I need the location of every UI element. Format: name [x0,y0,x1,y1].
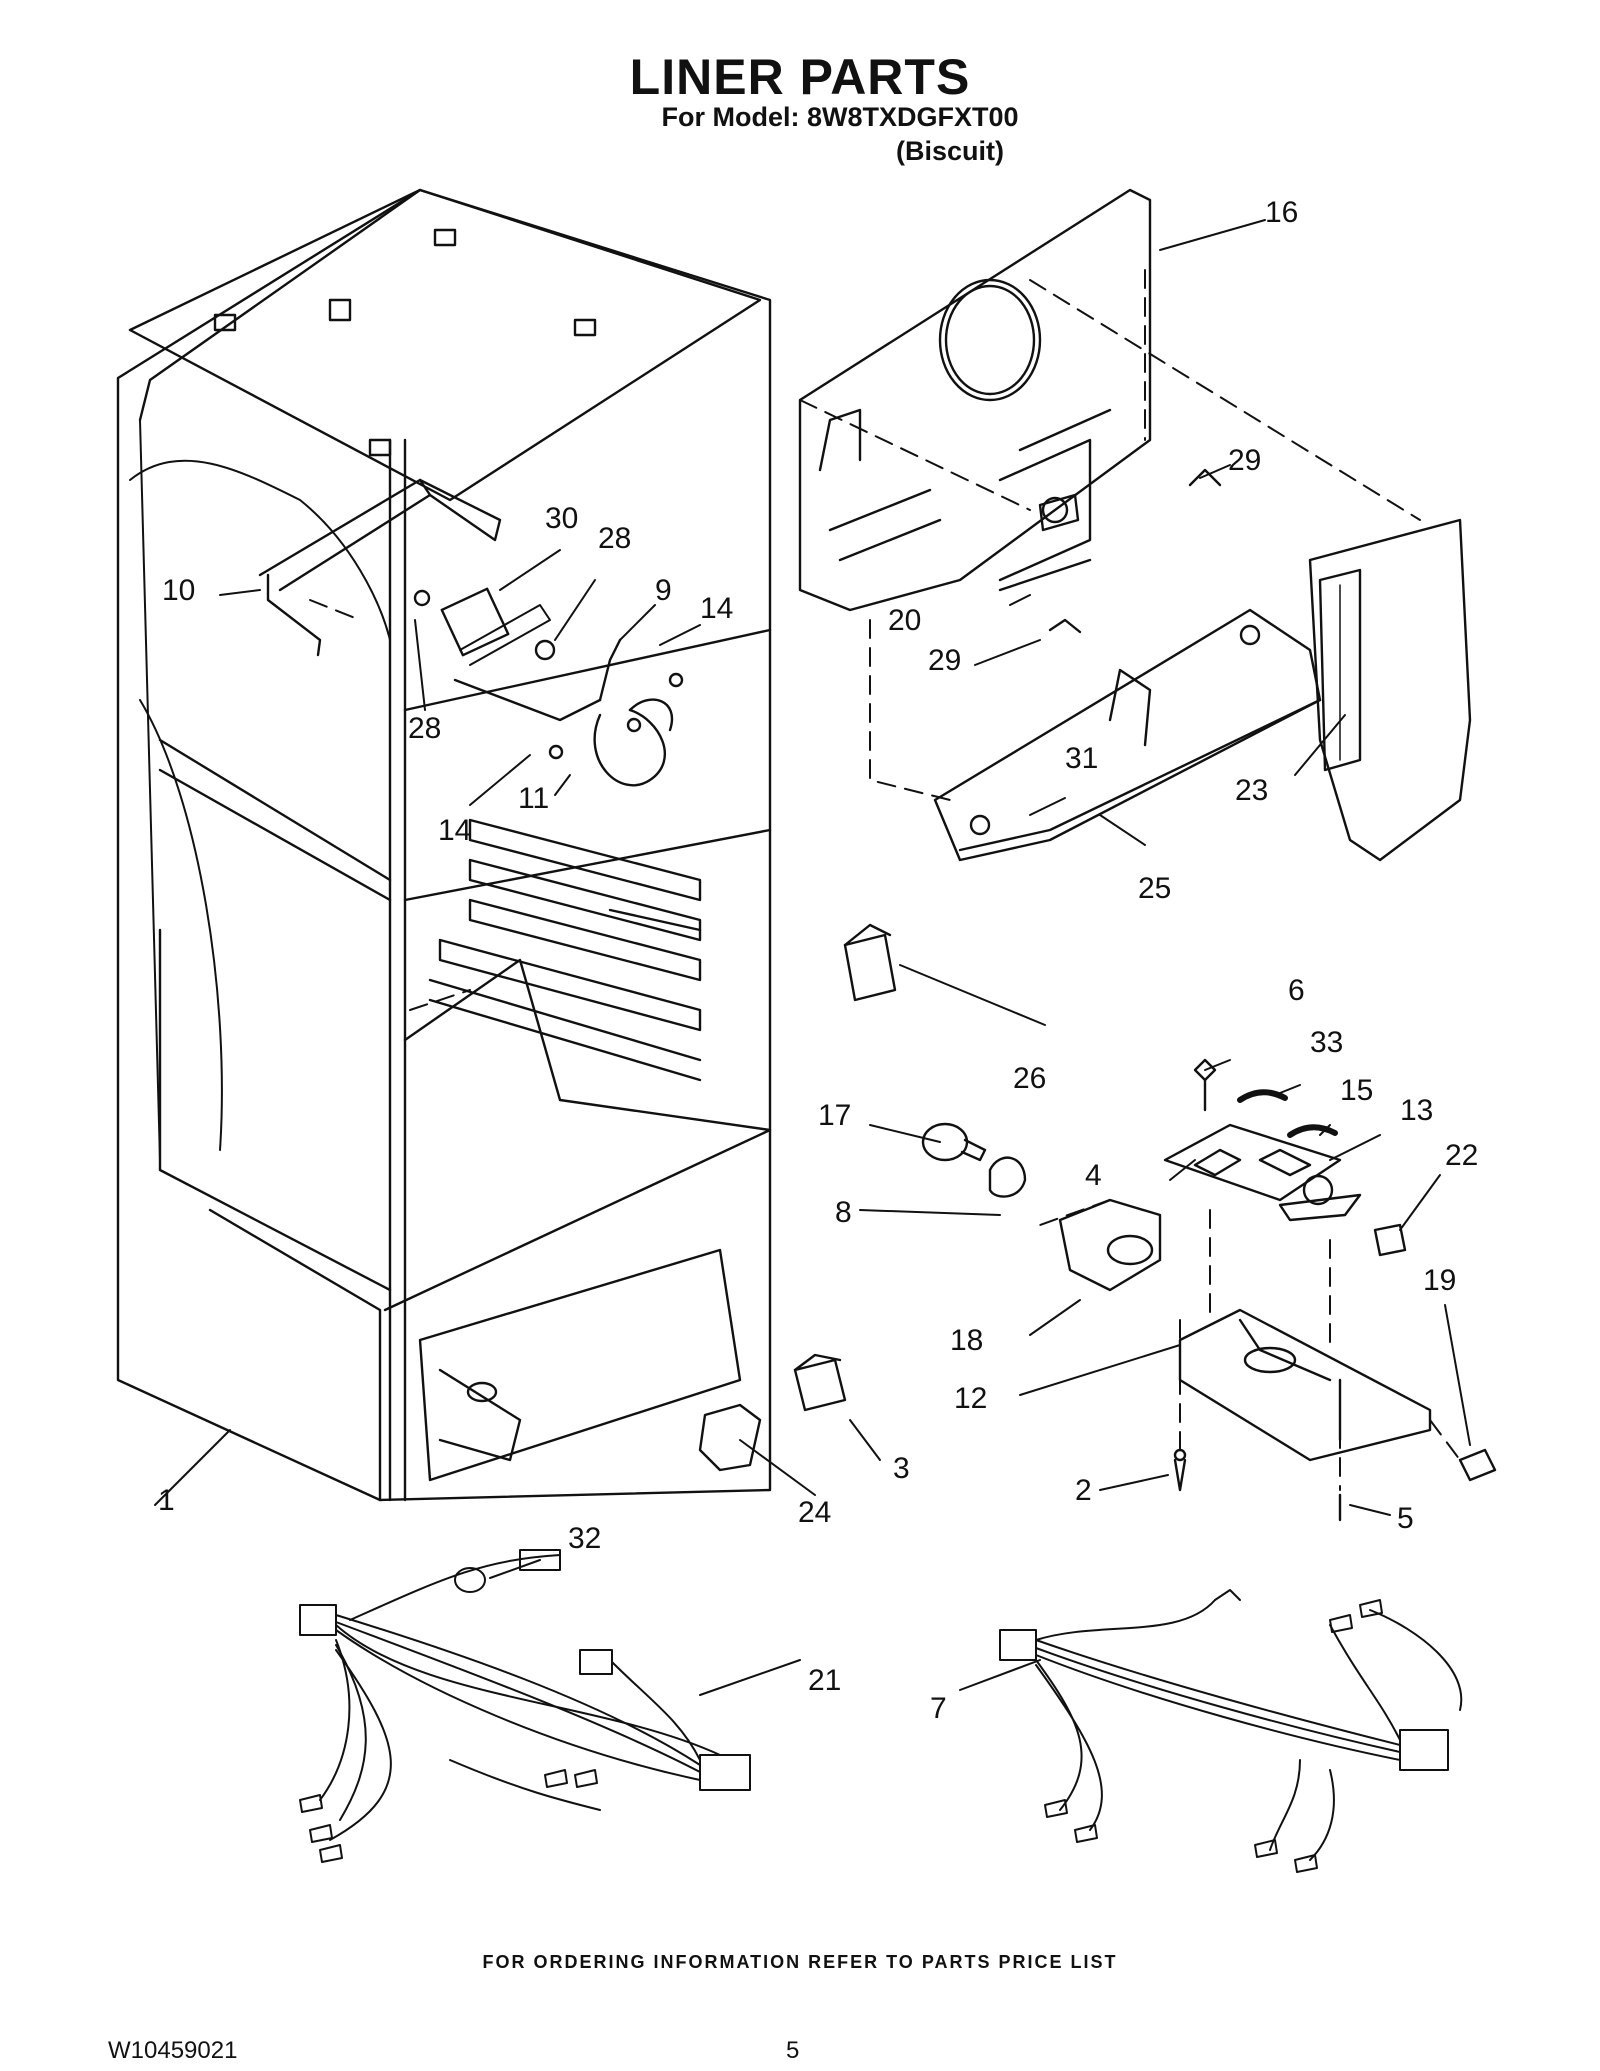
harness-7 [999,1589,1463,1873]
callout-31: 31 [1065,742,1098,775]
callout-16: 16 [1265,196,1298,229]
callout-5: 5 [1397,1502,1414,1535]
callout-7: 7 [930,1692,947,1725]
page-title: LINER PARTS [629,49,971,105]
callout-18: 18 [950,1324,983,1357]
callout-30: 30 [545,502,578,535]
document-number: W10459021 [108,2037,238,2064]
callout-22: 22 [1445,1139,1478,1172]
trough [933,608,1322,862]
callout-23: 23 [1235,774,1268,807]
callout-32: 32 [568,1522,601,1555]
explode-lines [309,269,1461,1491]
callout-21: 21 [808,1664,841,1697]
callout-14-lower: 14 [438,814,471,847]
callout-8: 8 [835,1196,852,1229]
callout-26: 26 [1013,1062,1046,1095]
callout-3: 3 [893,1452,910,1485]
callout-12: 12 [954,1382,987,1415]
ordering-note: FOR ORDERING INFORMATION REFER TO PARTS … [482,1952,1118,1972]
callout-4: 4 [1085,1159,1102,1192]
callout-13: 13 [1400,1094,1433,1127]
callout-33: 33 [1310,1026,1343,1059]
leader-arrows [154,219,1471,1696]
callout-29-upper: 29 [1228,444,1261,477]
callout-11: 11 [518,782,549,815]
fan-assembly [258,478,684,787]
evaporator-cover [798,188,1152,612]
callout-29-lower: 29 [928,644,961,677]
callout-17: 17 [818,1099,851,1132]
callout-20: 20 [888,604,921,637]
light-components [698,468,1497,1522]
callout-2: 2 [1075,1474,1092,1507]
callout-6: 6 [1288,974,1305,1007]
model-line: For Model: 8W8TXDGFXT00 [661,102,1019,132]
callout-28-lower: 28 [408,712,441,745]
callout-1: 1 [158,1484,175,1517]
color-line: (Biscuit) [896,136,1004,166]
harness-21 [299,1549,751,1863]
callout-14-upper: 14 [700,592,733,625]
liner-cabinet [116,188,772,1502]
callout-25: 25 [1138,872,1171,905]
callout-9: 9 [655,574,672,607]
grille [1308,518,1472,862]
callout-24: 24 [798,1496,831,1529]
page-number: 5 [786,2037,800,2064]
callout-19: 19 [1423,1264,1456,1297]
callout-15: 15 [1340,1074,1373,1107]
callout-28-upper: 28 [598,522,631,555]
callout-10: 10 [162,574,195,607]
